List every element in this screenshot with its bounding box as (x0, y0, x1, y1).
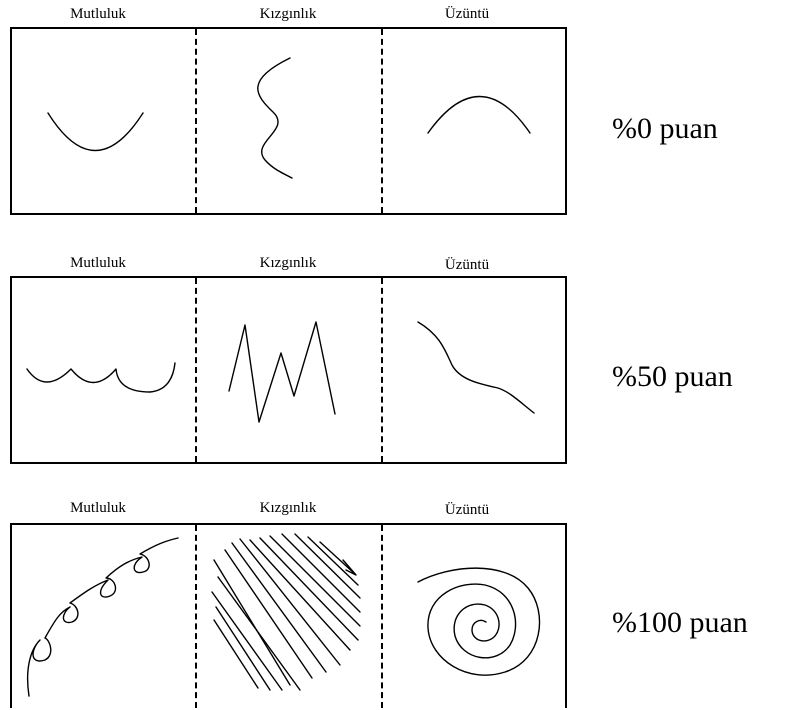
label-mutluluk: Mutluluk (70, 500, 126, 516)
dense-hatching-drawing (211, 533, 361, 691)
dashed-divider (381, 278, 383, 462)
dashed-divider (195, 29, 197, 213)
smile-arc-drawing (47, 112, 144, 151)
label-mutluluk: Mutluluk (70, 255, 126, 271)
dashed-divider (381, 525, 383, 708)
spiral-drawing (417, 567, 541, 676)
score-label: %0 puan (612, 112, 718, 145)
scalloped-line-drawing (26, 362, 176, 393)
label-uzuntu: Üzüntü (444, 6, 490, 22)
wavy-line-drawing (257, 57, 293, 179)
looping-spiral-line-drawing (26, 537, 179, 697)
drawing-panel (10, 276, 567, 464)
dashed-divider (381, 29, 383, 213)
score-label: %100 puan (612, 606, 748, 639)
label-uzuntu: Üzüntü (444, 502, 490, 518)
zigzag-line-drawing (228, 321, 336, 423)
label-kizginlik: Kızgınlık (259, 255, 317, 271)
descending-curve-drawing (417, 321, 535, 414)
label-kizginlik: Kızgınlık (259, 6, 317, 22)
label-mutluluk: Mutluluk (70, 6, 126, 22)
dashed-divider (195, 525, 197, 708)
label-kizginlik: Kızgınlık (259, 500, 317, 516)
score-label: %50 puan (612, 360, 733, 393)
dashed-divider (195, 278, 197, 462)
label-uzuntu: Üzüntü (444, 257, 490, 273)
frown-arc-drawing (427, 96, 531, 134)
